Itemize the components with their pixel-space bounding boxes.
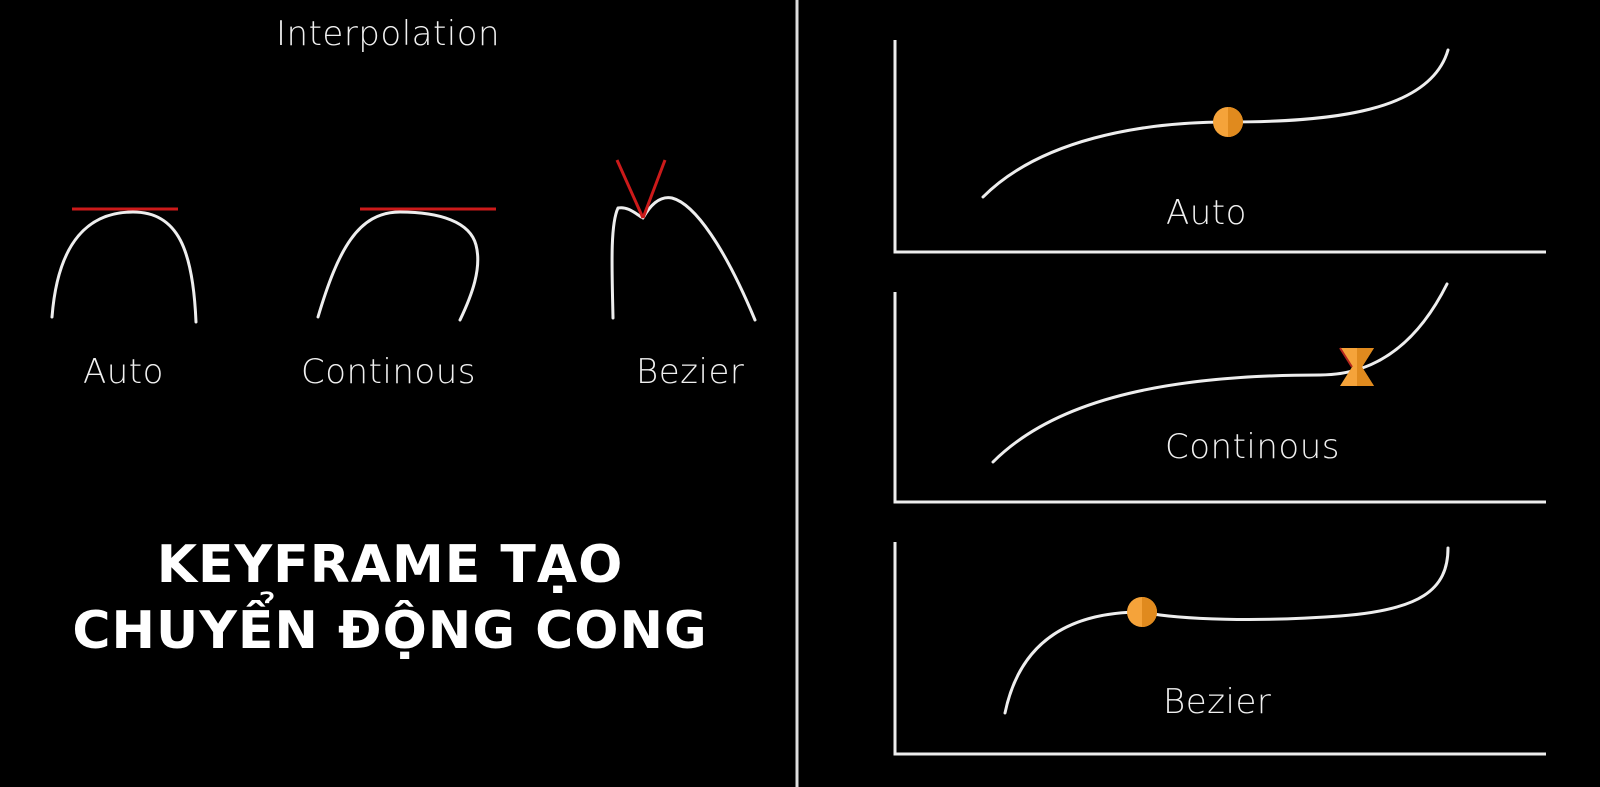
bezier-curve — [610, 196, 757, 322]
auto-graph-label: Auto — [1166, 193, 1247, 233]
headline-line-2: CHUYỂN ĐỘNG CONG — [72, 601, 708, 661]
auto-graph — [893, 40, 1546, 254]
bezier-curve-illustration — [610, 159, 757, 322]
bezier-handle-left — [615, 159, 645, 219]
continous-graph-curve — [991, 282, 1449, 464]
bezier-graph-axes — [893, 542, 1546, 756]
bezier-graph — [893, 542, 1546, 756]
headline-line-1: KEYFRAME TẠO — [156, 535, 624, 595]
auto-curve-illustration — [50, 207, 198, 324]
bezier-keyframe-shade — [1142, 597, 1157, 627]
auto-curve — [50, 210, 198, 324]
headline: KEYFRAME TẠO CHUYỂN ĐỘNG CONG — [0, 532, 780, 664]
continous-graph-axes — [893, 292, 1546, 504]
continous-keyframe-shade — [1357, 348, 1374, 386]
continous-keyframe-edge — [1339, 347, 1353, 368]
continous-graph — [893, 282, 1546, 504]
auto-label: Auto — [83, 352, 164, 392]
continous-graph-label: Continous — [1165, 427, 1340, 467]
bezier-label: Bezier — [636, 352, 745, 392]
auto-keyframe-shade — [1228, 107, 1243, 137]
bezier-handle-right — [641, 159, 667, 219]
bezier-graph-curve — [1003, 546, 1450, 715]
auto-graph-axes — [893, 40, 1546, 254]
continous-label: Continous — [301, 352, 476, 392]
continous-curve — [316, 210, 480, 322]
continous-curve-illustration — [316, 207, 496, 322]
interpolation-title: Interpolation — [276, 14, 501, 54]
bezier-graph-label: Bezier — [1163, 682, 1272, 722]
